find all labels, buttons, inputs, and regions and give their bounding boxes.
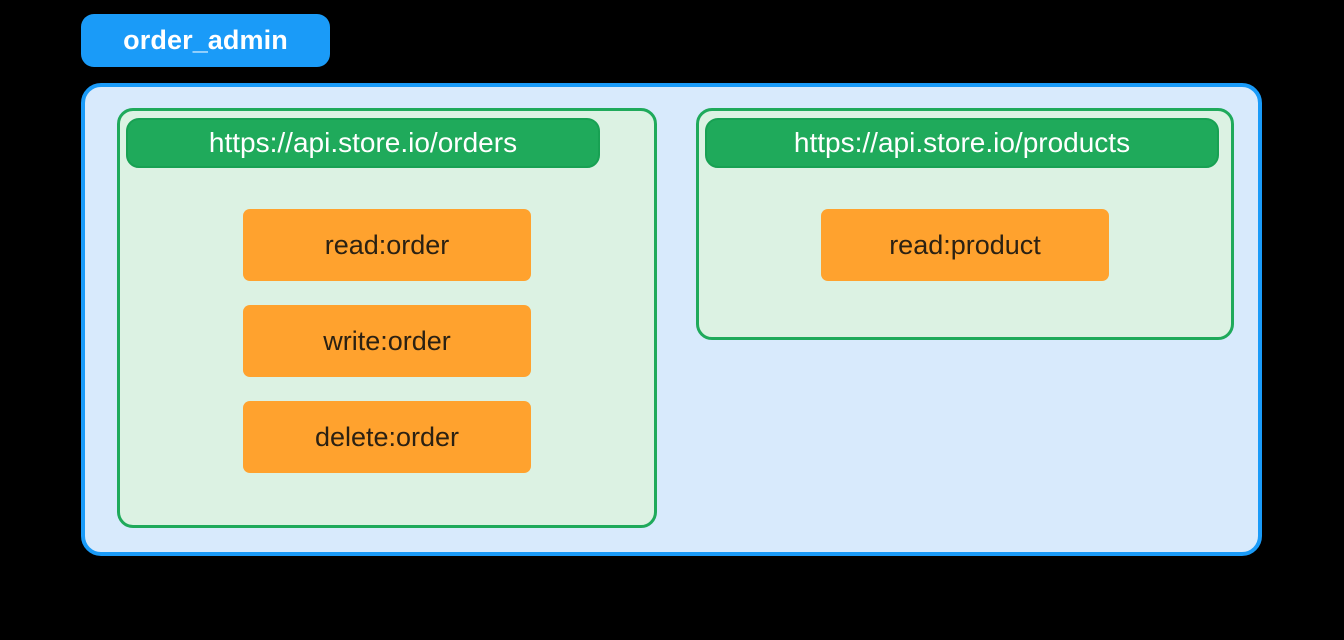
scope-chip-label: read:order [324, 229, 450, 260]
resource-server-orders-header[interactable]: https://api.store.io/orders [126, 118, 600, 168]
role-badge-label: order_admin [123, 25, 288, 55]
scope-chip[interactable]: read:product [821, 209, 1109, 281]
scope-list-orders: read:order write:order delete:order [120, 209, 654, 473]
role-permissions-container: https://api.store.io/orders read:order w… [81, 83, 1262, 556]
resource-server-products-url: https://api.store.io/products [793, 127, 1131, 158]
scope-chip-label: write:order [323, 325, 451, 356]
scope-chip-label: read:product [889, 229, 1041, 260]
resource-server-products-header[interactable]: https://api.store.io/products [705, 118, 1219, 168]
scope-chip-label: delete:order [314, 421, 460, 452]
scope-chip[interactable]: read:order [243, 209, 531, 281]
resource-server-orders[interactable]: https://api.store.io/orders read:order w… [117, 108, 657, 528]
scope-chip[interactable]: delete:order [243, 401, 531, 473]
scope-list-products: read:product [699, 209, 1231, 281]
resource-server-orders-url: https://api.store.io/orders [208, 127, 518, 158]
resource-server-products[interactable]: https://api.store.io/products read:produ… [696, 108, 1234, 340]
scope-chip[interactable]: write:order [243, 305, 531, 377]
role-badge[interactable]: order_admin [81, 14, 330, 67]
